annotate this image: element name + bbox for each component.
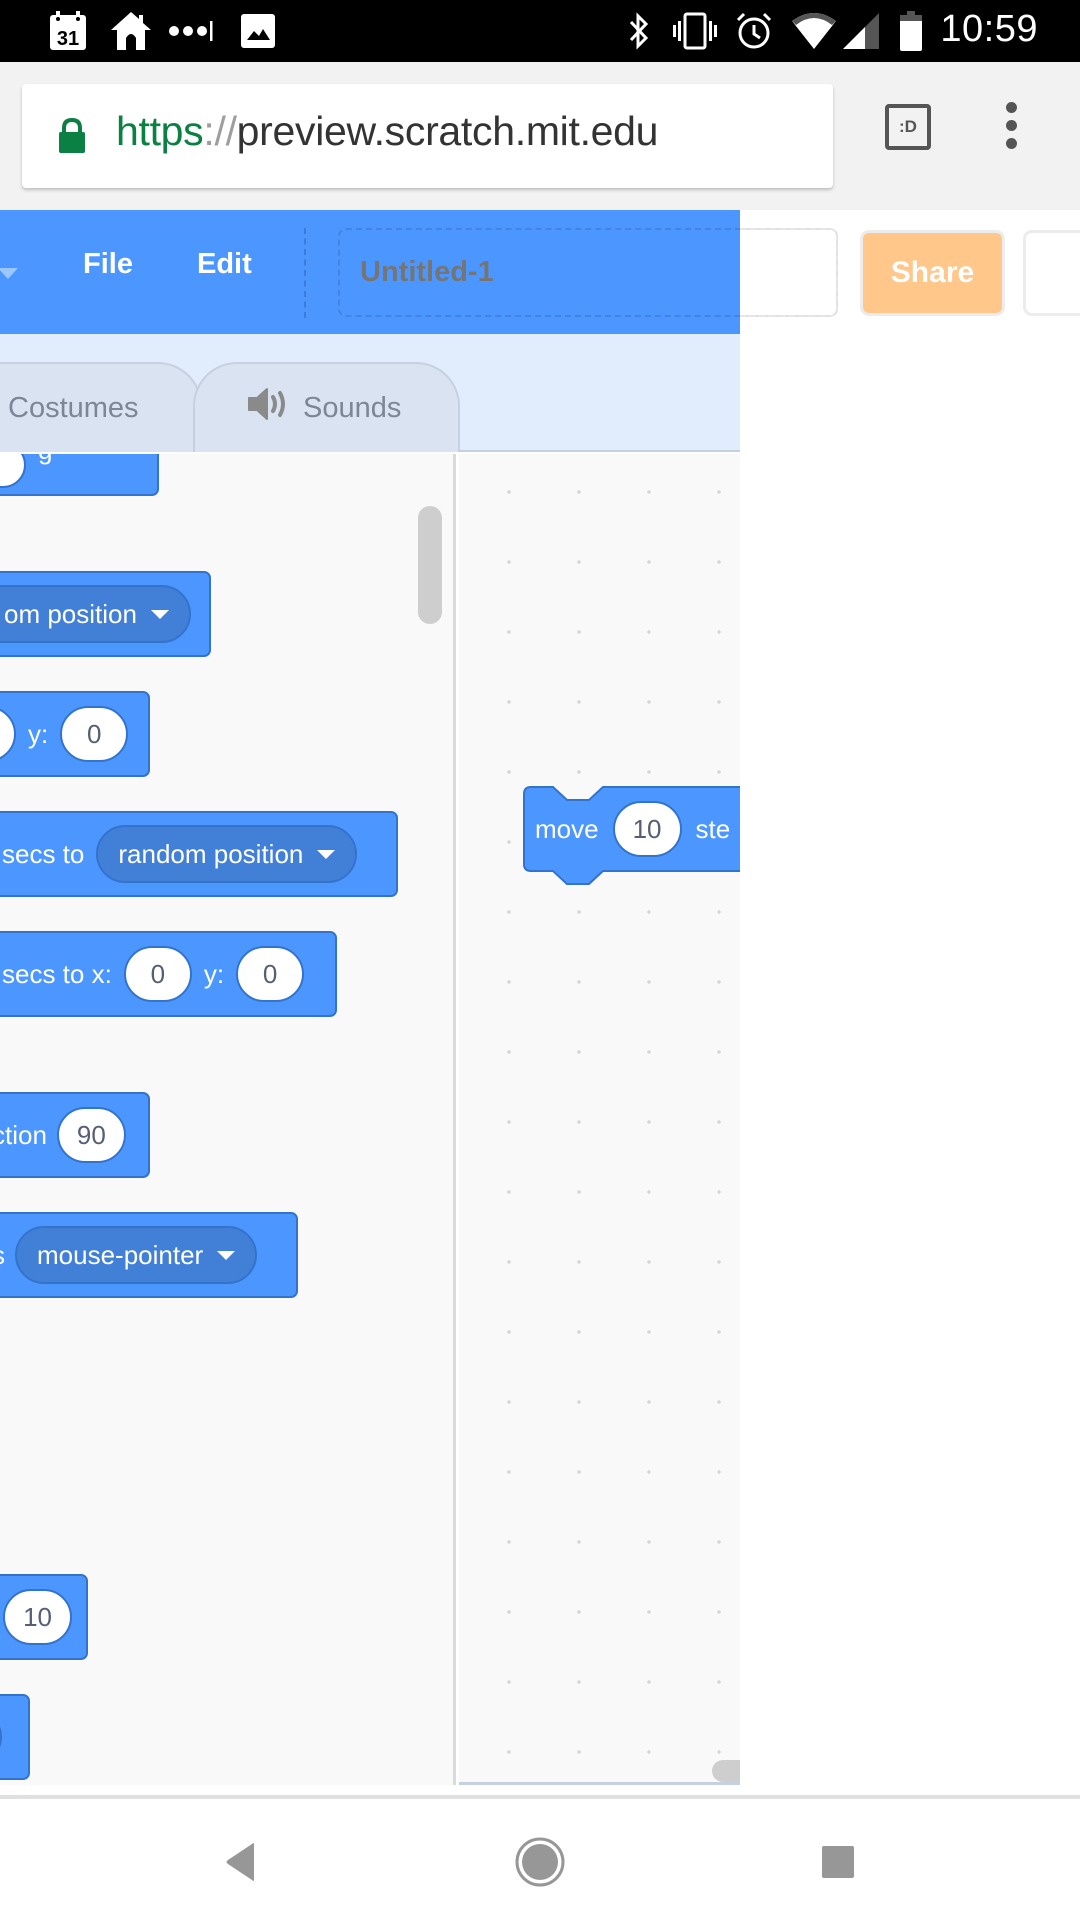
block-label: secs to <box>2 838 85 869</box>
status-bar: 31 10:59 <box>0 0 1080 62</box>
calendar-icon: 31 <box>48 11 88 50</box>
palette-block-change-x[interactable]: 10 <box>0 1574 88 1660</box>
editor-tabs: Costumes Sounds <box>0 334 740 452</box>
battery-icon <box>898 11 924 51</box>
block-label: y: <box>203 958 225 989</box>
url-text: https://preview.scratch.mit.edu <box>116 108 658 155</box>
block-input[interactable] <box>0 454 26 488</box>
more-vert-icon <box>1005 102 1017 113</box>
home-button[interactable] <box>505 1827 575 1897</box>
file-menu[interactable]: File <box>83 248 133 280</box>
palette-scrollbar[interactable] <box>418 506 442 624</box>
project-title-input-overflow <box>740 228 838 317</box>
palette-block-goto-xy[interactable]: y: 0 <box>0 691 150 777</box>
chevron-down-icon[interactable] <box>0 268 18 279</box>
workspace-horizontal-scrollbar[interactable] <box>712 1760 740 1782</box>
caret-down-icon <box>317 849 336 859</box>
move-block-content: move 10 ste <box>535 786 730 872</box>
tab-costumes[interactable]: Costumes <box>0 362 202 452</box>
dropdown-label: random position <box>118 838 304 869</box>
palette-block-point-direction[interactable]: ction 90 <box>0 1092 150 1178</box>
share-button[interactable]: Share <box>860 230 1005 316</box>
palette-block-set-x[interactable] <box>0 1694 30 1780</box>
project-title-input[interactable] <box>338 228 838 317</box>
block-label: g <box>38 454 52 466</box>
block-palette: g om position y: 0 secs to random positi… <box>0 454 456 1785</box>
block-input[interactable]: 90 <box>56 1107 126 1163</box>
url-separator: :// <box>203 108 237 154</box>
edit-menu[interactable]: Edit <box>197 248 252 280</box>
signal-dots-icon <box>168 12 216 50</box>
block-dropdown[interactable]: om position <box>0 585 191 643</box>
url-scheme: https <box>116 108 204 154</box>
block-dropdown[interactable]: mouse-pointer <box>15 1226 258 1284</box>
image-icon <box>240 12 276 50</box>
cell-signal-icon <box>842 12 880 50</box>
recents-button[interactable] <box>803 1827 873 1897</box>
block-input[interactable]: 10 <box>3 1589 72 1645</box>
block-input-y[interactable]: 0 <box>236 946 305 1002</box>
block-label: secs to x: <box>2 958 112 989</box>
script-workspace[interactable]: move 10 ste <box>459 454 740 1785</box>
caret-down-icon <box>150 609 169 619</box>
clock: 10:59 <box>940 8 1038 50</box>
block-label: ction <box>0 1119 47 1150</box>
tab-switcher-button[interactable]: :D <box>885 104 931 150</box>
tab-sounds-label: Sounds <box>303 391 402 424</box>
block-input[interactable] <box>0 1709 2 1765</box>
caret-down-icon <box>217 1250 236 1260</box>
block-dropdown[interactable]: random position <box>96 825 358 883</box>
block-label: y: <box>28 718 49 749</box>
block-label: s <box>0 1240 5 1271</box>
svg-text:31: 31 <box>57 28 79 50</box>
palette-block-goto[interactable]: om position <box>0 571 211 657</box>
block-input[interactable]: 10 <box>612 801 682 857</box>
palette-block[interactable]: g <box>0 454 159 496</box>
vibrate-icon <box>672 12 718 50</box>
menu-divider <box>304 228 306 318</box>
tab-costumes-label: Costumes <box>8 391 139 424</box>
dropdown-label: mouse-pointer <box>37 1239 204 1270</box>
scratch-editor: File Edit Share Costumes Sounds g om pos… <box>0 210 1080 1790</box>
block-input-x[interactable]: 0 <box>123 946 192 1002</box>
palette-block-point-towards[interactable]: s mouse-pointer <box>0 1212 298 1298</box>
back-icon <box>226 1843 254 1881</box>
palette-block-glide-xy[interactable]: secs to x: 0 y: 0 <box>0 931 337 1017</box>
recents-icon <box>822 1846 854 1878</box>
sound-icon <box>247 387 289 429</box>
block-input-y[interactable]: 0 <box>60 706 129 762</box>
dropdown-label: om position <box>4 598 137 629</box>
wifi-icon <box>792 12 836 50</box>
url-host: preview.scratch.mit.edu <box>236 108 659 154</box>
workspace-block-move[interactable]: move 10 ste <box>523 786 740 885</box>
browser-toolbar: https://preview.scratch.mit.edu :D <box>0 62 1080 210</box>
back-button[interactable] <box>206 1827 276 1897</box>
tab-sounds[interactable]: Sounds <box>193 362 460 452</box>
lock-icon <box>58 117 86 159</box>
block-label: move <box>535 813 599 844</box>
system-nav-bar <box>0 1795 1080 1920</box>
alarm-icon <box>734 12 774 50</box>
more-menu-button[interactable] <box>1004 102 1018 152</box>
home-icon <box>108 12 154 50</box>
home-circle-icon <box>515 1837 565 1887</box>
address-bar[interactable]: https://preview.scratch.mit.edu <box>22 84 833 188</box>
palette-block-glide[interactable]: secs to random position <box>0 811 398 897</box>
see-project-page-button[interactable] <box>1023 230 1080 316</box>
bluetooth-icon <box>626 12 652 50</box>
block-label-suffix: ste <box>695 813 731 844</box>
block-input-x[interactable] <box>0 706 16 762</box>
